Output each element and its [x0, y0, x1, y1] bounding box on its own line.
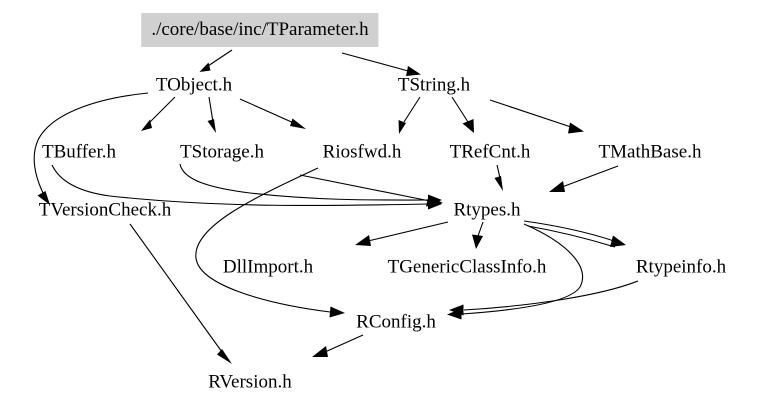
- node-tobject[interactable]: TObject.h: [155, 74, 233, 96]
- edge-tmathbase-rtypes: [549, 165, 619, 192]
- edge-tstring-riosfwd: [398, 96, 421, 134]
- node-tstorage[interactable]: TStorage.h: [180, 141, 264, 163]
- edge-tobject-tbuffer: [141, 96, 176, 131]
- node-dllimport[interactable]: DllImport.h: [222, 256, 314, 278]
- edge-tobject-tstorage: [207, 96, 216, 133]
- edge-tversioncheck-rversion: [129, 223, 232, 364]
- edge-tparameter-tstring: [341, 52, 421, 76]
- edge-trefcnt-rtypes: [494, 164, 503, 191]
- node-rtypeinfo[interactable]: Rtypeinfo.h: [635, 256, 727, 278]
- edge-tstorage-rtypes: [179, 163, 442, 206]
- node-tstring[interactable]: TString.h: [397, 74, 471, 96]
- edge-riosfwd-rtypes: [299, 174, 443, 207]
- edge-riosfwd-rconfig: [195, 167, 345, 318]
- edge-rconfig-rversion: [312, 334, 364, 357]
- node-tparameter[interactable]: ./core/base/inc/TParameter.h: [141, 13, 379, 47]
- node-trefcnt[interactable]: TRefCnt.h: [449, 141, 531, 163]
- edge-tparameter-tobject: [199, 49, 233, 72]
- node-tbuffer[interactable]: TBuffer.h: [41, 141, 117, 163]
- node-tmathbase[interactable]: TMathBase.h: [598, 141, 702, 163]
- edge-tobject-tversioncheck: [33, 92, 149, 205]
- edge-rtypeinfo-rconfig: [449, 280, 639, 316]
- node-tgenericclassinfo[interactable]: TGenericClassInfo.h: [387, 256, 547, 278]
- edge-tstring-tmathbase: [489, 99, 584, 134]
- node-rtypes[interactable]: Rtypes.h: [453, 199, 521, 221]
- node-rversion[interactable]: RVersion.h: [208, 371, 292, 393]
- node-riosfwd[interactable]: Riosfwd.h: [322, 141, 402, 163]
- edge-rtypes-rtypeinfo: [523, 220, 626, 248]
- edge-rtypes-dllimport: [355, 221, 449, 246]
- edge-rtypes-tgenericclassinfo: [472, 221, 484, 249]
- edge-tstring-trefcnt: [451, 96, 474, 133]
- edge-tobject-riosfwd: [239, 98, 306, 129]
- node-rconfig[interactable]: RConfig.h: [356, 311, 436, 333]
- node-tversioncheck[interactable]: TVersionCheck.h: [38, 199, 172, 221]
